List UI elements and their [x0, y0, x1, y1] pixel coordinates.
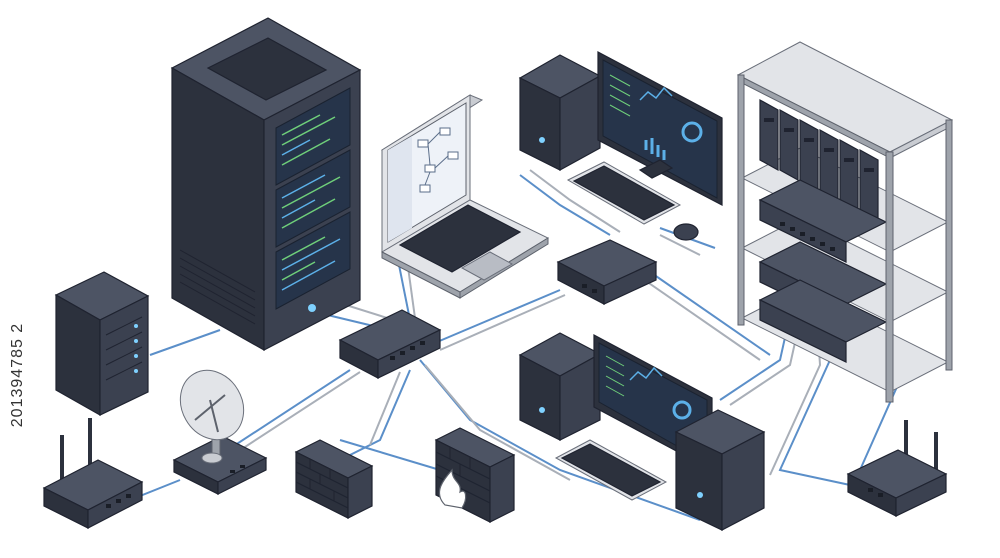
- firewall-flame-icon: [434, 427, 516, 523]
- wifi-router-icon: [42, 418, 144, 529]
- network-switch-icon: [556, 239, 658, 305]
- stock-image-id-text: 201394785 2: [9, 322, 26, 428]
- server-shelf-icon: [736, 41, 954, 403]
- wifi-router-icon: [846, 420, 948, 517]
- satellite-dish-icon: [172, 369, 268, 495]
- tower-server-icon: [54, 271, 150, 417]
- firewall-icon: [294, 439, 374, 519]
- tower-pc-icon: [674, 409, 766, 531]
- network-switch-icon: [338, 309, 442, 379]
- desktop-computer-icon: [518, 51, 723, 241]
- stock-image-id: 201394785 2: [6, 300, 30, 450]
- laptop-icon: [380, 94, 550, 299]
- server-rack-icon: [170, 17, 362, 352]
